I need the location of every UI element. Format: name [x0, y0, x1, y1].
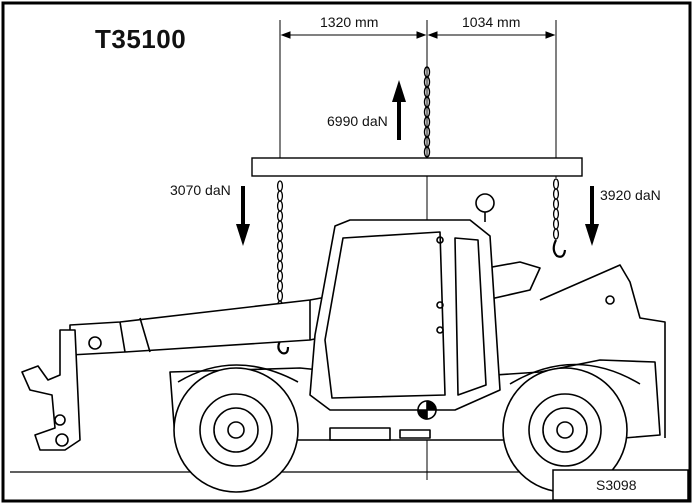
left-downward-load-arrow [236, 186, 250, 246]
center-load-label: 6990 daN [327, 113, 388, 129]
right-lifting-chain [552, 178, 567, 258]
center-lifting-chain [423, 66, 431, 158]
upward-load-arrow [392, 80, 406, 140]
telehandler-illustration [21, 193, 666, 493]
right-load-label: 3920 daN [600, 187, 661, 203]
dimension-right-label: 1034 mm [462, 14, 520, 30]
spreader-beam [251, 157, 583, 177]
reference-code-label: S3098 [596, 477, 637, 493]
right-downward-load-arrow [585, 186, 599, 246]
dimension-lines [279, 20, 557, 178]
left-load-label: 3070 daN [170, 182, 231, 198]
dimension-left-label: 1320 mm [320, 14, 378, 30]
machine-model-title: T35100 [95, 24, 186, 54]
reference-code-box [552, 469, 689, 501]
